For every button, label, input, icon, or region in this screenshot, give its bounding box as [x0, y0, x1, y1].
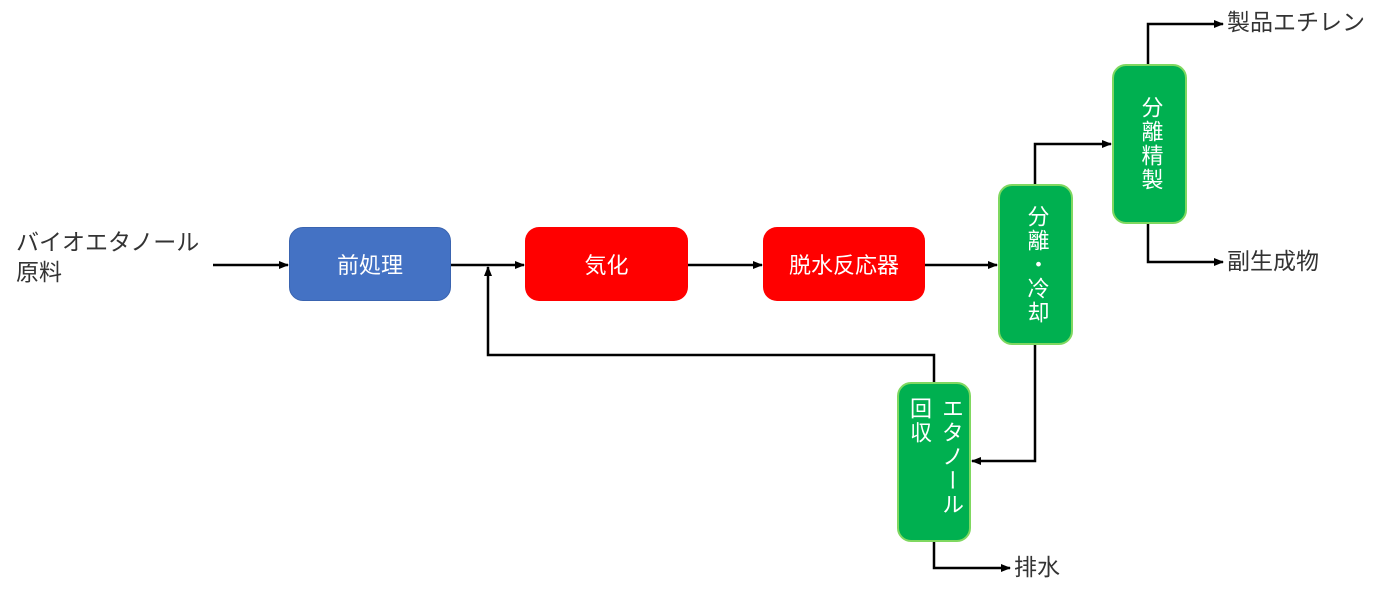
node-pretreatment: 前処理	[289, 227, 451, 301]
node-dehydration-reactor: 脱水反応器	[763, 227, 925, 301]
node-pretreatment-label: 前処理	[336, 254, 403, 279]
output-byproduct-label: 副生成物	[1227, 249, 1319, 275]
node-dehydration-reactor-label: 脱水反応器	[788, 254, 899, 279]
node-ethanol-recovery-label: エタノール回収	[906, 397, 963, 517]
arrow-recovery-to-wastewater	[932, 541, 1011, 572]
node-vaporization-label: 気化	[584, 254, 629, 279]
output-wastewater-label: 排水	[1014, 555, 1060, 581]
input-label-line2: 原料	[16, 260, 62, 286]
node-separation-purification: 分離精製	[1112, 64, 1187, 224]
node-separation-cooling: 分離・冷却	[998, 184, 1073, 345]
arrow-recovery-recycle	[484, 266, 936, 382]
input-label-line1: バイオエタノール	[16, 230, 200, 256]
arrow-purification-to-byproduct	[1146, 223, 1224, 266]
input-label: バイオエタノール 原料	[16, 228, 199, 288]
node-separation-purification-label: 分離精製	[1137, 96, 1163, 192]
arrow-separation-to-purification	[1033, 140, 1112, 184]
arrow-purification-to-product	[1146, 20, 1224, 64]
node-separation-cooling-label: 分離・冷却	[1023, 204, 1049, 325]
node-ethanol-recovery: エタノール回収	[897, 382, 971, 542]
arrow-separation-to-recovery	[971, 344, 1037, 465]
node-vaporization: 気化	[525, 227, 688, 301]
output-product-label: 製品エチレン	[1227, 10, 1365, 36]
